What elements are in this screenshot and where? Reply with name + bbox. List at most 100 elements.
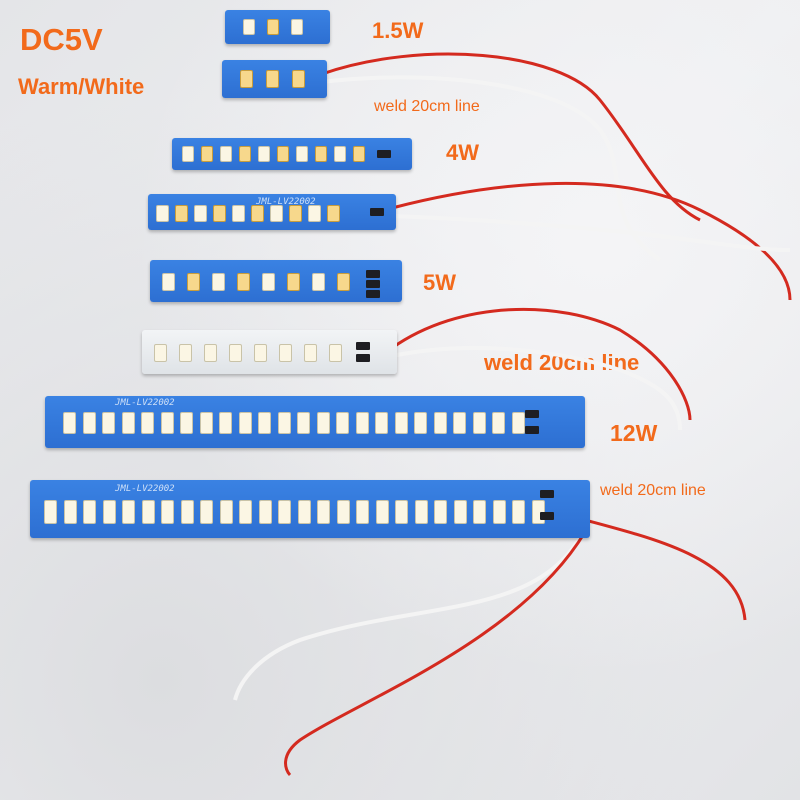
led-chip (472, 412, 486, 434)
red-wire-3 (391, 307, 692, 421)
led-chip (238, 412, 252, 434)
white-wire-3 (391, 346, 682, 431)
led-chip (82, 412, 96, 434)
led-chip (453, 412, 466, 434)
led-board-12w-a: JML-LV22002 (45, 396, 585, 448)
power-label-12w: 12W (610, 420, 658, 446)
led-chip (414, 500, 428, 524)
red-wire-1 (321, 52, 701, 222)
led-chip (220, 146, 232, 162)
led-chip (336, 412, 349, 434)
led-chip (329, 344, 342, 362)
led-chip (182, 146, 194, 162)
led-chip (122, 500, 135, 524)
led-chip (277, 146, 289, 162)
led-chip (63, 412, 76, 434)
led-chip (291, 19, 303, 35)
led-chip (512, 500, 525, 524)
led-chip (229, 344, 242, 362)
resistor-chip (540, 490, 554, 498)
led-chip (511, 412, 525, 434)
power-label-1-5w: 1.5W (372, 18, 424, 43)
led-chip (154, 344, 167, 362)
led-chip (317, 500, 330, 524)
led-chip (180, 412, 193, 434)
led-chip (270, 205, 283, 222)
led-chip (204, 344, 217, 362)
led-chip (279, 344, 292, 362)
led-chip (251, 205, 264, 222)
red-wire-5 (284, 531, 587, 777)
led-chip (254, 344, 267, 362)
led-chip (315, 146, 327, 162)
led-chip (180, 500, 194, 524)
white-wire-4 (233, 527, 587, 701)
led-chip (141, 500, 155, 524)
led-chip (102, 500, 116, 524)
led-chip (297, 412, 310, 434)
resistor-chip (525, 426, 539, 434)
voltage-label: DC5V (20, 22, 103, 57)
led-chip (63, 500, 77, 524)
led-chip (492, 500, 506, 524)
power-label-4w: 4W (446, 140, 479, 165)
led-chip (434, 500, 447, 524)
led-chip (258, 500, 272, 524)
resistor-chip (366, 290, 380, 298)
led-chip (121, 412, 135, 434)
led-chip (239, 500, 252, 524)
led-chip (194, 205, 207, 222)
led-chip (336, 500, 350, 524)
led-chip (292, 70, 305, 88)
weld-line-label-1: weld 20cm line (374, 98, 480, 115)
led-chip (316, 412, 330, 434)
led-chip (258, 146, 270, 162)
led-chip (199, 412, 213, 434)
led-chip (162, 273, 175, 291)
led-chip (353, 146, 365, 162)
led-chip (356, 500, 369, 524)
resistor-chip (370, 208, 384, 216)
led-chip (243, 19, 255, 35)
led-board-1-5w-b (222, 60, 327, 98)
led-chip (237, 273, 250, 291)
led-chip (83, 500, 96, 524)
led-chip (201, 146, 213, 162)
led-chip (200, 500, 213, 524)
led-chip (156, 205, 169, 222)
led-chip (375, 412, 388, 434)
led-chip (304, 344, 317, 362)
led-chip (267, 19, 279, 35)
led-board-12w-b: JML-LV22002 (30, 480, 590, 538)
resistor-chip (356, 354, 370, 362)
red-wire-2 (391, 181, 792, 301)
led-chip (395, 500, 408, 524)
led-chip (213, 205, 226, 222)
led-board-1-5w-a (225, 10, 330, 44)
led-board-5w-b (142, 330, 397, 374)
white-wire-1 (321, 75, 662, 262)
led-chip (262, 273, 275, 291)
led-chip (219, 412, 232, 434)
led-chip (232, 205, 245, 222)
led-board-5w-a (150, 260, 402, 302)
led-chip (102, 412, 115, 434)
resistor-chip (540, 512, 554, 520)
led-chip (277, 412, 291, 434)
led-chip (289, 205, 302, 222)
led-chip (414, 412, 427, 434)
led-chip (212, 273, 225, 291)
led-chip (160, 412, 174, 434)
led-chip (258, 412, 271, 434)
led-chip (296, 146, 308, 162)
led-chip (239, 146, 251, 162)
led-chip (161, 500, 174, 524)
power-label-5w: 5W (423, 270, 456, 295)
silkscreen-code-12w-a: JML-LV22002 (115, 398, 175, 408)
led-chip (375, 500, 389, 524)
led-chip (266, 70, 279, 88)
led-chip (492, 412, 505, 434)
weld-line-label-3: weld 20cm line (600, 482, 706, 499)
led-chip (287, 273, 300, 291)
led-chip (334, 146, 346, 162)
